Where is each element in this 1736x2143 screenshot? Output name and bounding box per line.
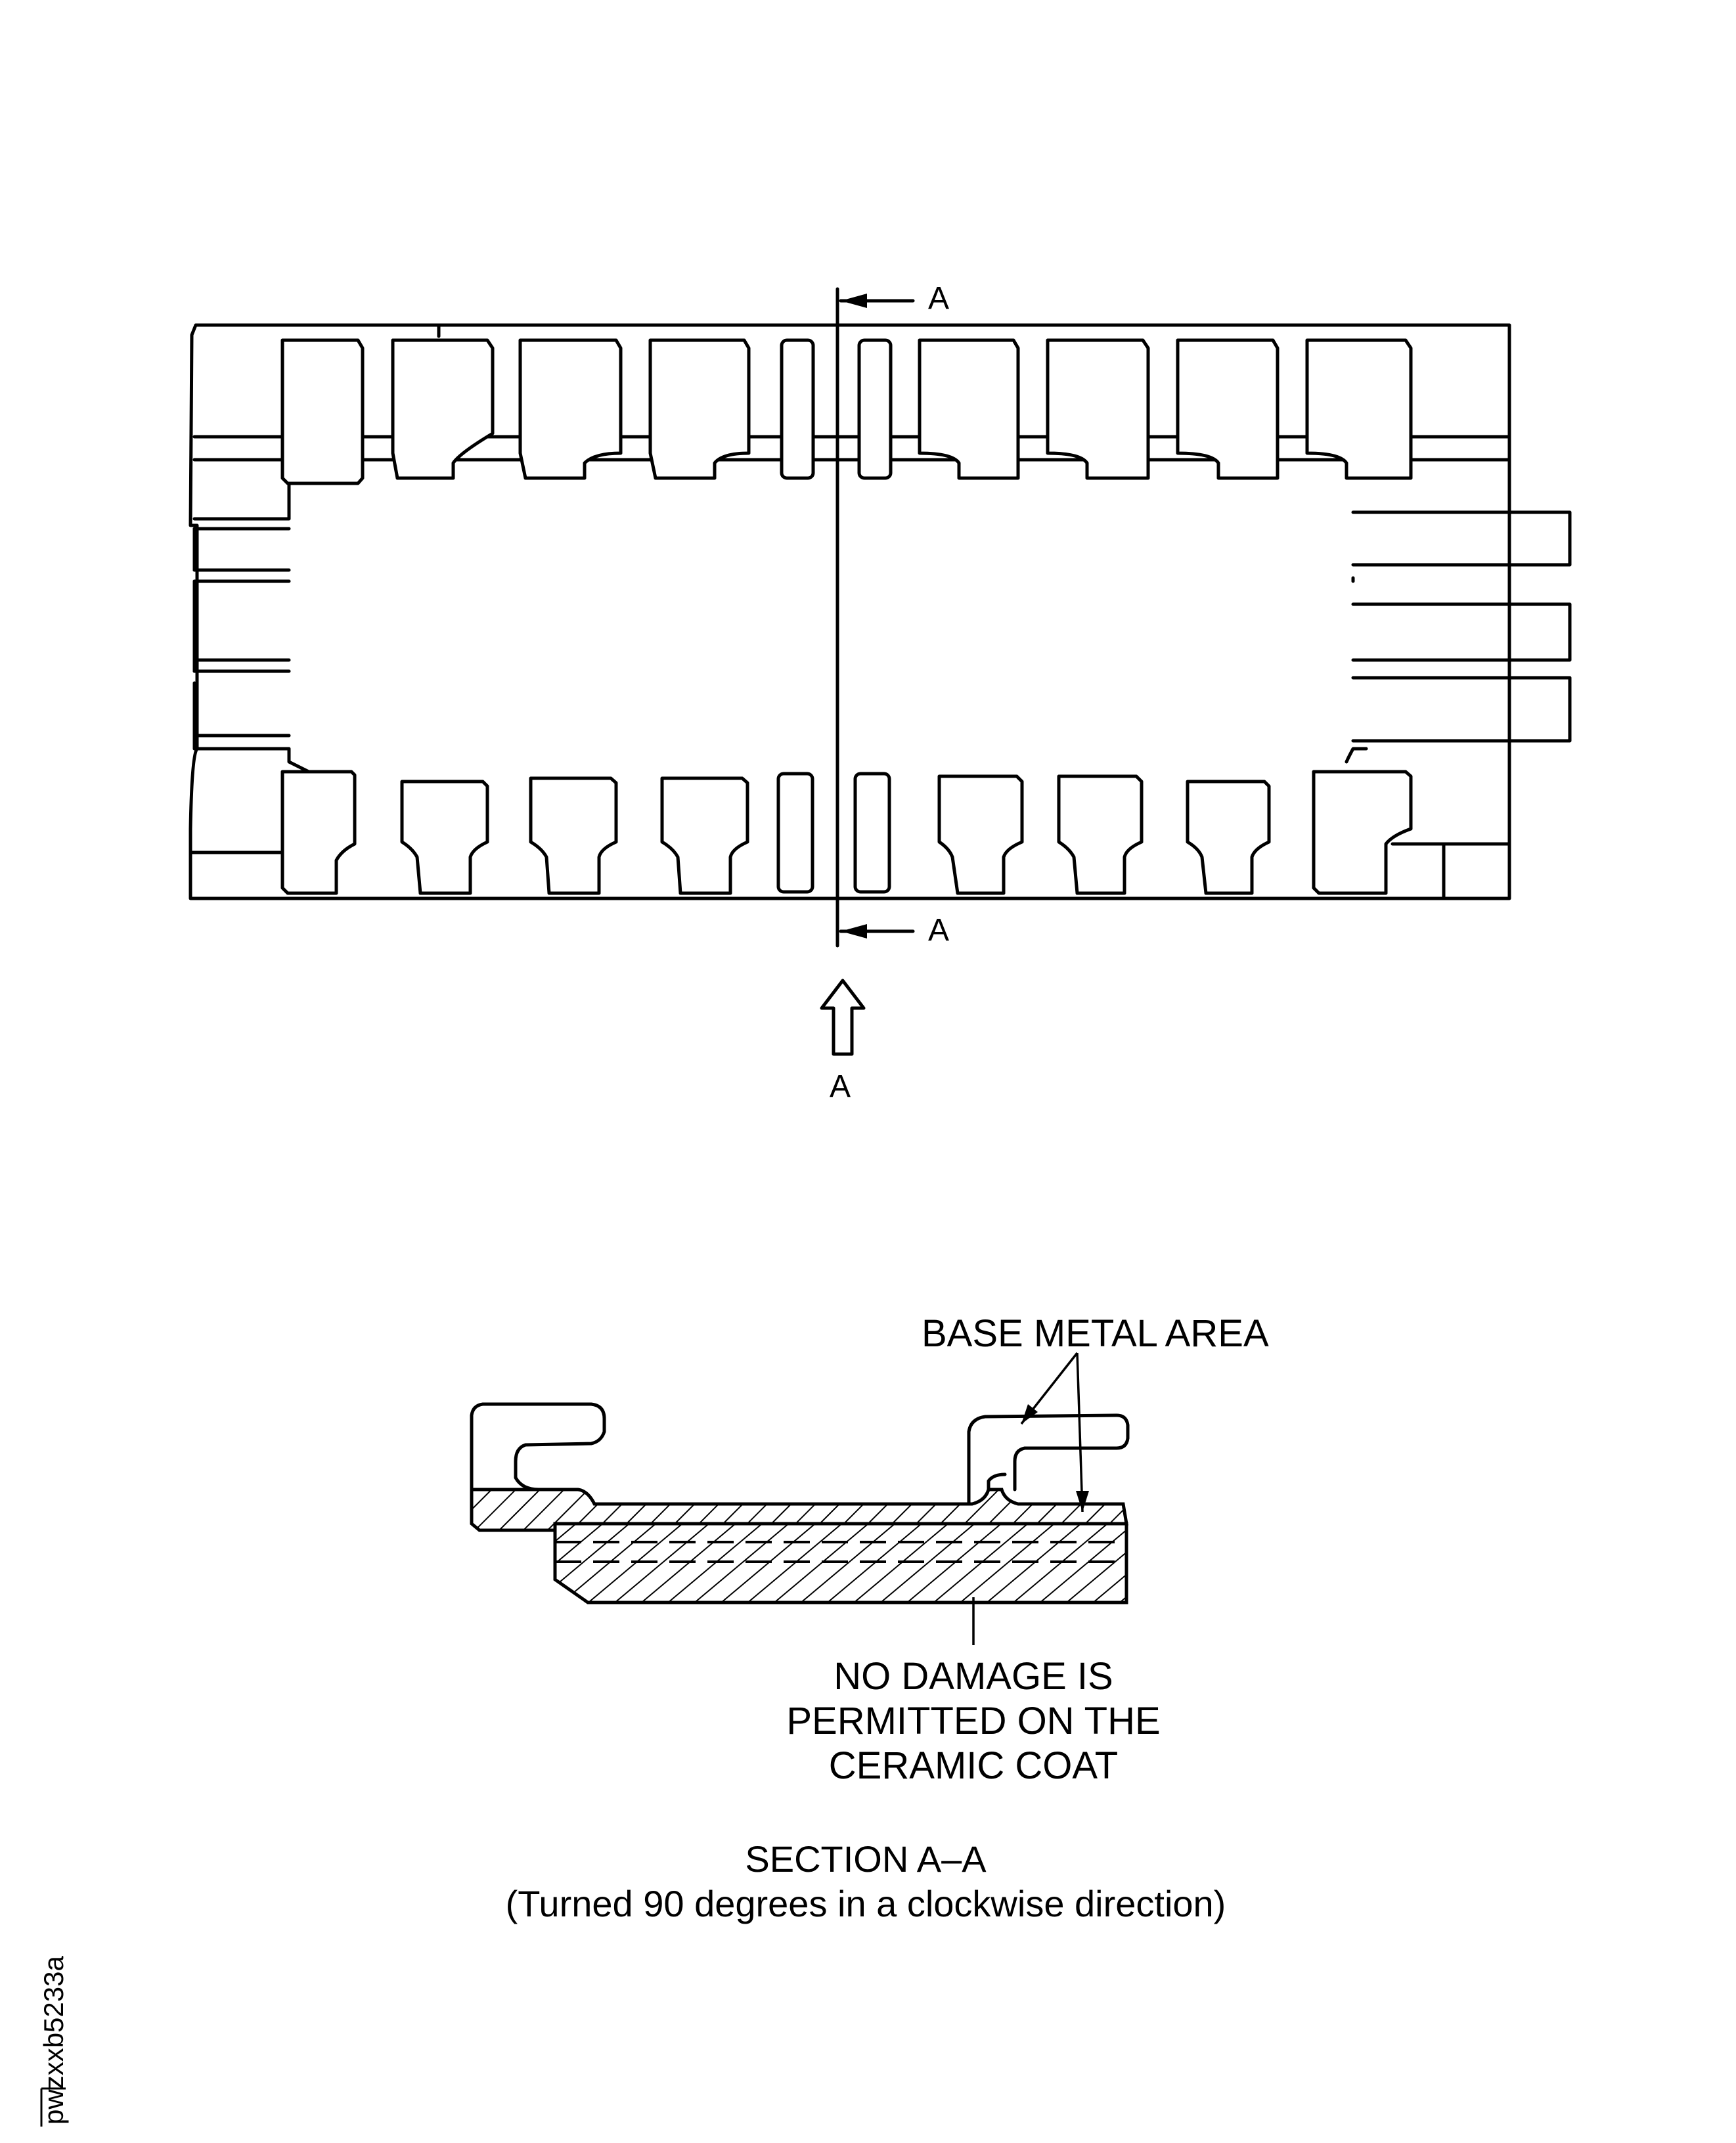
upper-slot (391, 338, 495, 480)
upper-narrow-slot (780, 338, 815, 480)
lower-slot (1312, 770, 1413, 895)
view-arrow-letter: A (830, 1069, 851, 1104)
base-metal-leaders (1020, 1352, 1089, 1513)
right-side-tabs (1351, 510, 1572, 743)
lower-slot (400, 780, 489, 895)
section-arrow-bottom (839, 924, 915, 939)
view-direction-arrow (820, 979, 866, 1056)
upper-slot (280, 338, 365, 485)
lower-slot (937, 774, 1024, 895)
upper-slot (1046, 338, 1150, 480)
upper-slot (518, 338, 623, 480)
right-hook (967, 1413, 1130, 1506)
section-marker-bottom-label: A (928, 913, 949, 948)
section-marker-top-label: A (928, 281, 949, 316)
upper-slot (918, 338, 1020, 480)
lower-slots (280, 770, 1413, 895)
upper-slot (648, 338, 751, 480)
upper-narrow-slot (857, 338, 893, 480)
lower-slot (1186, 780, 1271, 895)
ceramic-callout-line-3: CERAMIC COAT (829, 1744, 1118, 1787)
figure-id: pwzxxb5233a (38, 1956, 69, 2125)
lower-narrow-slot (853, 772, 891, 894)
central-cavity (192, 474, 1511, 774)
lower-narrow-slot (776, 772, 814, 894)
upper-slots (280, 338, 1413, 485)
figure-id-tag: pwzxxb5233a (38, 1956, 69, 2127)
upper-slot (1305, 338, 1413, 480)
ceramic-callout-line-1: NO DAMAGE IS (834, 1655, 1113, 1698)
segment-top-view: A A A (189, 281, 1572, 1104)
left-side-tabs (192, 527, 291, 751)
section-subtitle: (Turned 90 degrees in a clockwise direct… (506, 1883, 1226, 1924)
section-a-a-view: BASE METAL AREA NO DAMAGE IS PERMITTED O… (470, 1312, 1269, 1924)
right-hook-inner (987, 1472, 1007, 1491)
section-arrow-top (839, 294, 915, 308)
lower-slot (1057, 774, 1144, 895)
lower-slot (660, 776, 749, 895)
section-title: SECTION A–A (745, 1838, 987, 1880)
ceramic-callout-line-2: PERMITTED ON THE (786, 1700, 1160, 1742)
base-metal-layer (470, 1488, 1128, 1532)
left-hook (470, 1402, 606, 1491)
upper-slot (1176, 338, 1280, 480)
lower-slot (529, 776, 618, 895)
lower-slot (280, 770, 357, 895)
base-metal-callout: BASE METAL AREA (922, 1312, 1269, 1355)
